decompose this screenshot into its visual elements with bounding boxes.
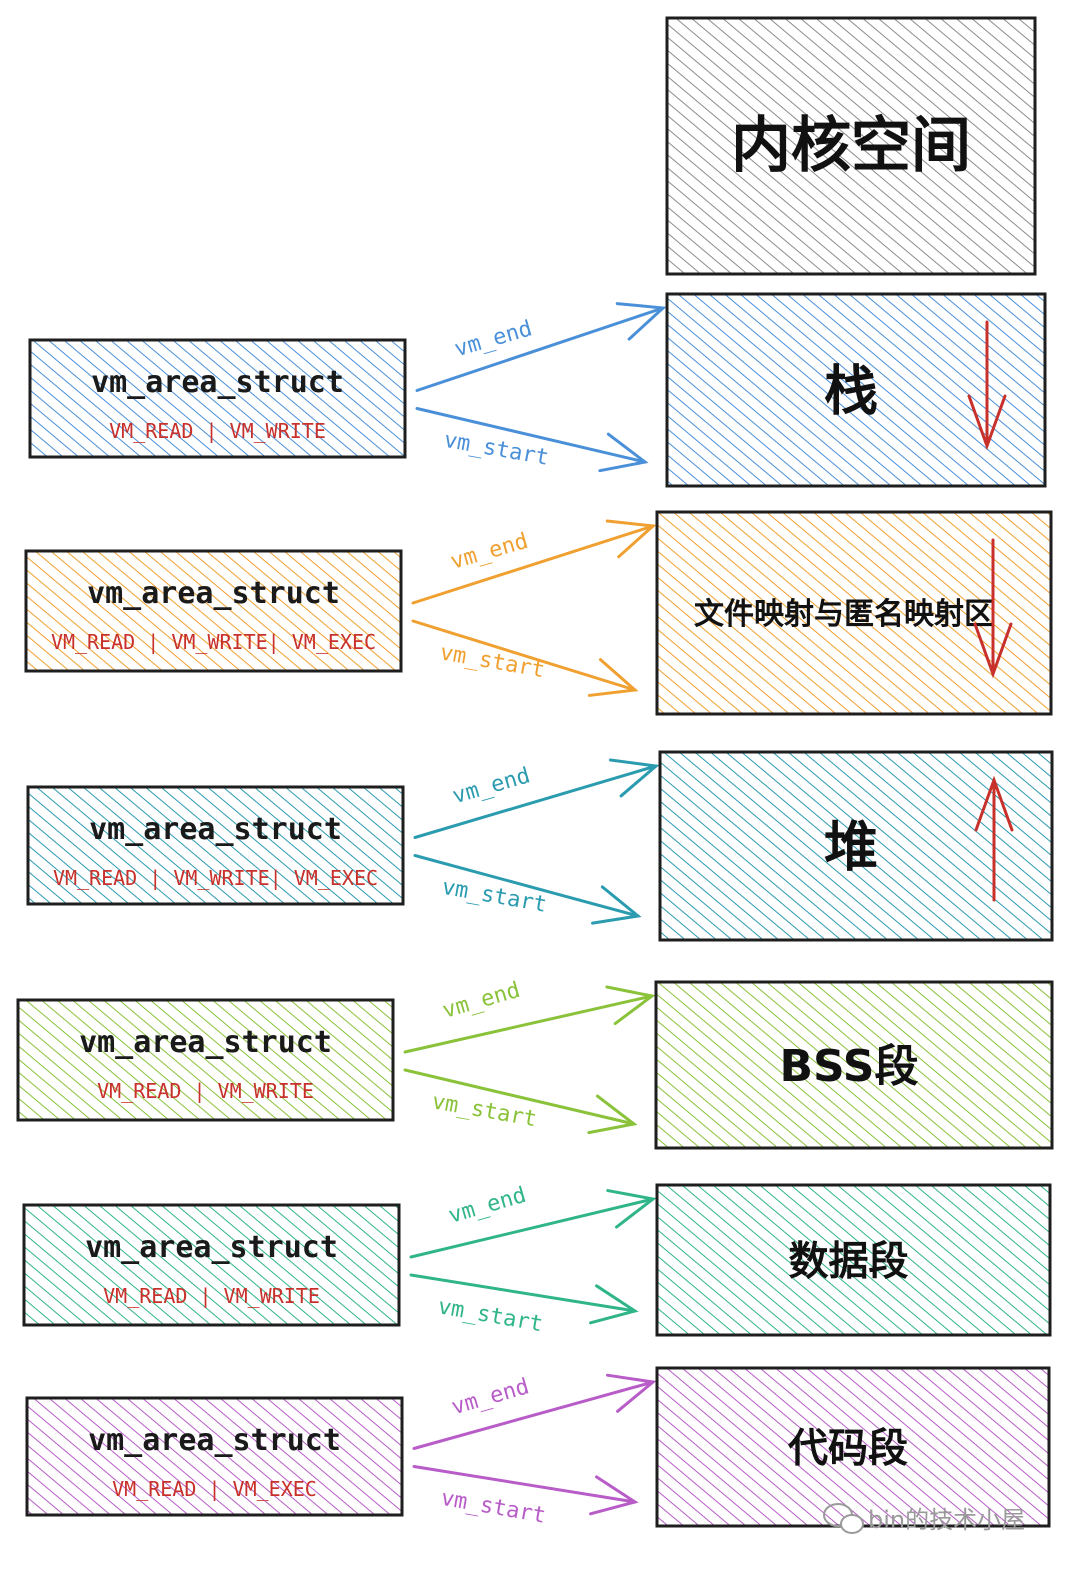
struct-title: vm_area_struct bbox=[89, 812, 342, 847]
struct-box-frame bbox=[24, 549, 403, 673]
row-stack: vm_area_struct VM_READ | VM_WRITE vm_end… bbox=[28, 292, 1047, 488]
vm-end-label: vm_end bbox=[446, 1183, 529, 1229]
struct-flags: VM_READ | VM_WRITE bbox=[97, 1079, 314, 1103]
vm-start-label: vm_start bbox=[442, 428, 551, 471]
wechat-icon bbox=[823, 1503, 864, 1534]
memory-region: 代码段 bbox=[655, 1366, 1051, 1528]
memory-region: 数据段 bbox=[655, 1183, 1052, 1337]
row-text: vm_area_struct VM_READ | VM_EXEC vm_end … bbox=[25, 1366, 1051, 1529]
struct-flags: VM_READ | VM_WRITE| VM_EXEC bbox=[53, 866, 378, 890]
watermark: bin的技术小屋 bbox=[823, 1503, 1025, 1534]
region-label: BSS段 bbox=[780, 1041, 919, 1092]
struct-box: vm_area_struct VM_READ | VM_WRITE| VM_EX… bbox=[24, 549, 403, 673]
region-label: 文件映射与匿名映射区 bbox=[694, 597, 994, 632]
vm-start-label: vm_start bbox=[430, 1089, 539, 1132]
vm-end-label: vm_end bbox=[450, 763, 533, 809]
struct-box: vm_area_struct VM_READ | VM_WRITE| VM_EX… bbox=[26, 785, 405, 906]
struct-box: vm_area_struct VM_READ | VM_WRITE bbox=[16, 998, 395, 1122]
memory-region-frame bbox=[658, 750, 1054, 942]
watermark-text: bin的技术小屋 bbox=[868, 1506, 1025, 1534]
memory-region: 堆 bbox=[658, 750, 1054, 942]
struct-box-frame bbox=[26, 785, 405, 906]
struct-title: vm_area_struct bbox=[91, 365, 344, 400]
vm-start-label: vm_start bbox=[436, 1294, 545, 1337]
vm-end-arrow bbox=[411, 519, 657, 605]
memory-region-frame bbox=[655, 1366, 1051, 1528]
vm-start-arrow bbox=[413, 854, 642, 925]
struct-flags: VM_READ | VM_EXEC bbox=[112, 1477, 317, 1501]
struct-flags: VM_READ | VM_WRITE bbox=[103, 1284, 320, 1308]
vm-end-arrow bbox=[412, 1373, 657, 1450]
struct-title: vm_area_struct bbox=[85, 1230, 338, 1265]
struct-title: vm_area_struct bbox=[88, 1423, 341, 1458]
region-label: 数据段 bbox=[789, 1238, 909, 1284]
memory-region: BSS段 bbox=[654, 980, 1054, 1150]
vm-start-arrow bbox=[409, 1273, 639, 1325]
vm-end-arrow bbox=[403, 985, 656, 1054]
memory-region: 栈 bbox=[665, 292, 1047, 488]
vm-end-arrow bbox=[409, 1189, 657, 1259]
memory-region-frame bbox=[655, 510, 1053, 716]
struct-box: vm_area_struct VM_READ | VM_EXEC bbox=[25, 1396, 404, 1517]
vm-end-label: vm_end bbox=[449, 1374, 532, 1420]
struct-flags: VM_READ | VM_WRITE bbox=[109, 419, 326, 443]
vm-end-arrow bbox=[415, 302, 667, 392]
region-label: 堆 bbox=[824, 815, 878, 878]
memory-region-frame bbox=[655, 1183, 1052, 1337]
growth-arrow-icon bbox=[967, 320, 1007, 451]
row-bss: vm_area_struct VM_READ | VM_WRITE vm_end… bbox=[16, 978, 1054, 1150]
vm-start-arrow bbox=[411, 619, 639, 697]
struct-box-frame bbox=[28, 338, 407, 459]
region-label: 栈 bbox=[824, 359, 878, 422]
memory-region-frame bbox=[654, 980, 1054, 1150]
vm-start-label: vm_start bbox=[439, 1486, 548, 1529]
memory-region: 文件映射与匿名映射区 bbox=[655, 510, 1053, 716]
struct-box-frame bbox=[25, 1396, 404, 1517]
struct-box-frame bbox=[16, 998, 395, 1122]
row-mmap: vm_area_struct VM_READ | VM_WRITE| VM_EX… bbox=[24, 510, 1053, 716]
row-data: vm_area_struct VM_READ | VM_WRITE vm_end… bbox=[22, 1183, 1052, 1337]
vm-start-arrow bbox=[412, 1465, 639, 1516]
struct-title: vm_area_struct bbox=[87, 576, 340, 611]
kernel-space-region: 内核空间 bbox=[665, 16, 1037, 276]
growth-arrow-icon bbox=[973, 538, 1013, 679]
struct-box-frame bbox=[22, 1203, 401, 1327]
vm-end-arrow bbox=[413, 758, 660, 839]
vm-start-arrow bbox=[403, 1068, 638, 1135]
struct-box: vm_area_struct VM_READ | VM_WRITE bbox=[22, 1203, 401, 1327]
growth-arrow-icon bbox=[974, 775, 1014, 902]
struct-flags: VM_READ | VM_WRITE| VM_EXEC bbox=[51, 630, 376, 654]
region-label: 代码段 bbox=[787, 1425, 908, 1471]
vm-start-label: vm_start bbox=[440, 875, 549, 918]
vm-start-arrow bbox=[415, 407, 649, 473]
vm-end-label: vm_end bbox=[440, 978, 523, 1024]
struct-box: vm_area_struct VM_READ | VM_WRITE bbox=[28, 338, 407, 459]
struct-title: vm_area_struct bbox=[79, 1025, 332, 1060]
memory-region-frame bbox=[665, 292, 1047, 488]
row-heap: vm_area_struct VM_READ | VM_WRITE| VM_EX… bbox=[26, 750, 1054, 942]
kernel-space-label: 内核空间 bbox=[731, 111, 971, 181]
